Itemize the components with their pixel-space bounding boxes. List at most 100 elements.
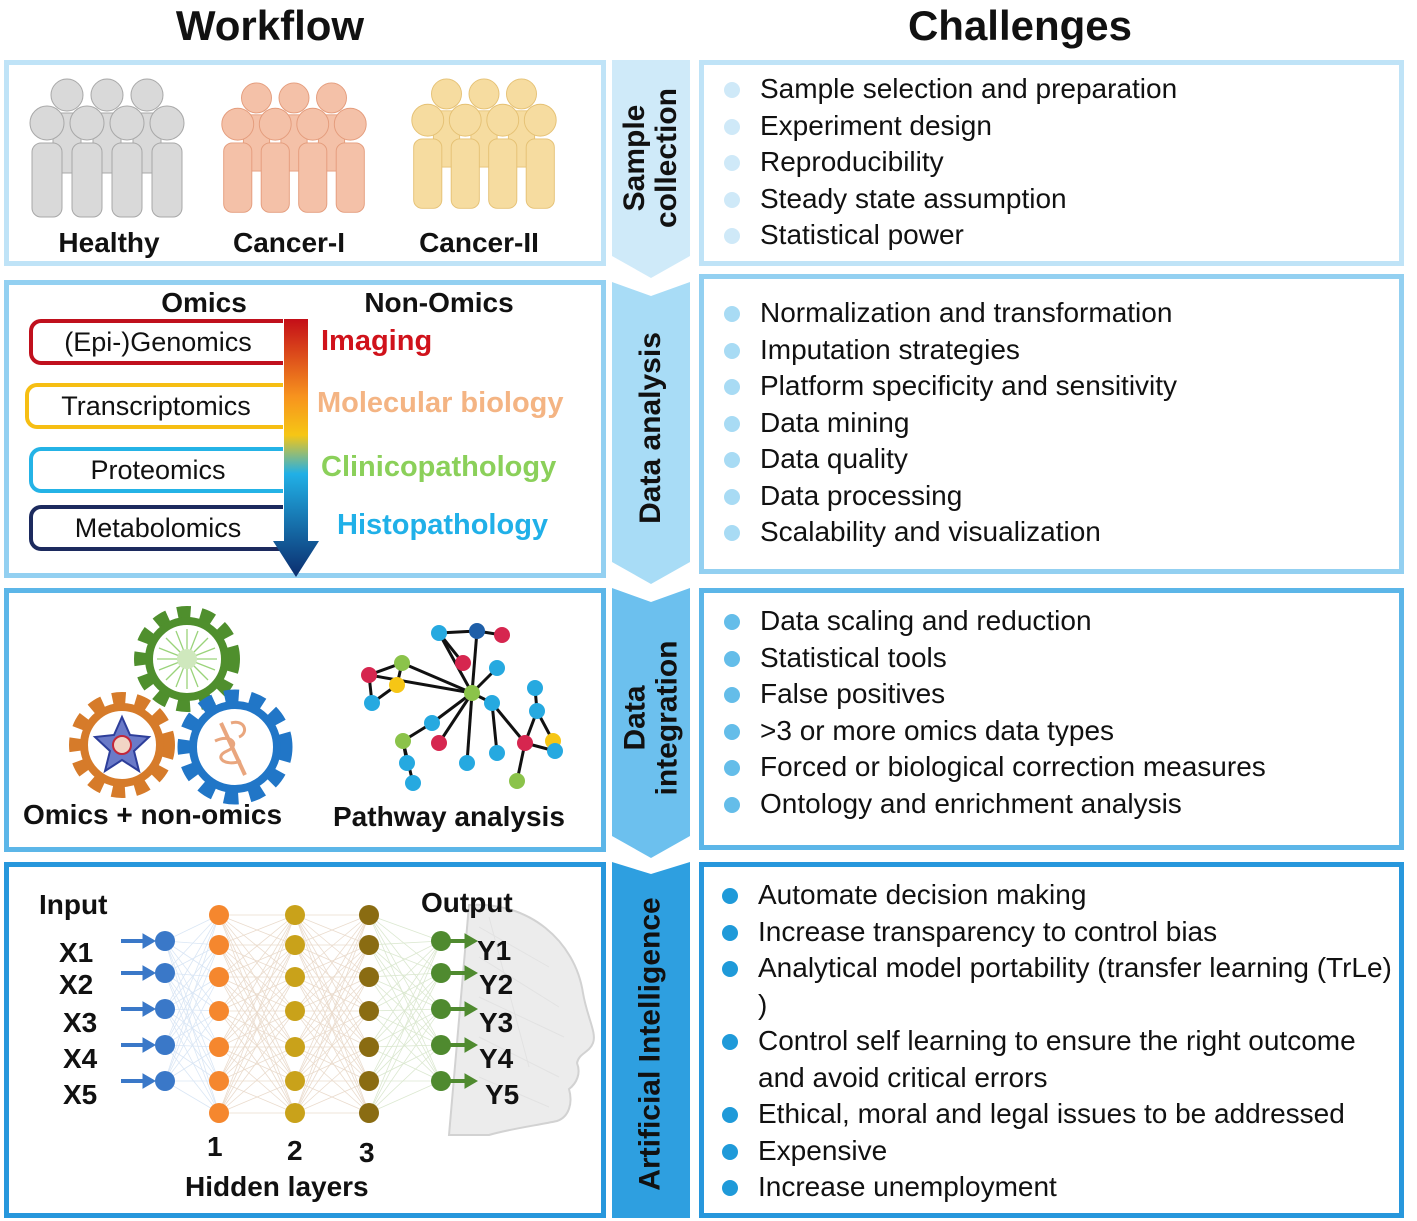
- nn-connection: [368, 1046, 442, 1082]
- challenge-item: Increase transparency to control bias: [720, 914, 1397, 951]
- pathway-analysis-label: Pathway analysis: [333, 801, 565, 832]
- nn-node: [209, 905, 229, 925]
- nn-connection: [164, 1010, 220, 1046]
- nn-node: [155, 1035, 175, 1055]
- nn-connection: [368, 940, 442, 978]
- healthy-people-icon: [29, 78, 185, 218]
- nn-connection: [218, 976, 296, 1048]
- nn-node: [285, 1103, 305, 1123]
- nn-connection: [368, 940, 442, 1114]
- omics-item-epigenomics: (Epi-)Genomics: [29, 319, 283, 365]
- nn-connection: [164, 914, 220, 1046]
- stage-arrow-shape: [612, 60, 690, 278]
- nn-connection: [368, 944, 442, 1010]
- nn-node: [431, 1035, 451, 1055]
- nn-connection: [218, 944, 296, 1114]
- nn-node: [155, 999, 175, 1019]
- stage-arrow-shape: [612, 862, 690, 1218]
- nn-connection: [368, 914, 442, 1082]
- omics-title: Omics: [161, 287, 247, 318]
- nn-connection: [218, 976, 296, 1114]
- nn-connection: [368, 940, 442, 1012]
- nn-connection: [294, 944, 370, 1114]
- nn-connection: [368, 914, 442, 1010]
- nn-node: [431, 1071, 451, 1091]
- gradient-arrow-icon: [273, 319, 319, 577]
- nn-connection: [164, 940, 220, 1012]
- challenge-item: Imputation strategies: [722, 332, 1395, 369]
- nn-connection: [294, 944, 370, 978]
- nn-node: [209, 935, 229, 955]
- nn-node: [359, 905, 379, 925]
- group-label-cancer-i: Cancer-I: [232, 227, 346, 258]
- nn-connection: [164, 1046, 220, 1082]
- nn-connection: [368, 972, 442, 978]
- pathway-network-icon: [361, 623, 563, 791]
- nn-connection: [294, 976, 370, 1012]
- nn-connection: [368, 914, 442, 942]
- nn-node: [359, 1103, 379, 1123]
- nn-connection: [368, 940, 442, 946]
- nn-connection: [164, 976, 220, 1046]
- nn-node: [209, 1001, 229, 1021]
- nn-connection: [368, 914, 442, 974]
- challenge-item: >3 or more omics data types: [722, 713, 1395, 750]
- challenge-item: Reproducibility: [722, 144, 1395, 181]
- nn-connection: [368, 940, 442, 1082]
- input-x3: X3: [63, 1007, 98, 1038]
- challenge-item: Scalability and visualization: [722, 514, 1395, 551]
- nn-connection: [368, 1080, 442, 1114]
- input-arrow-head: [142, 1073, 156, 1089]
- workflow-ai-panel: Input Output X1 X2 X3 X4 X5 Y1 Y2 Y3 Y4 …: [4, 862, 606, 1218]
- nn-connection: [294, 914, 370, 1082]
- hidden-layer-3-label: 3: [359, 1137, 375, 1168]
- input-arrow-head: [142, 965, 156, 981]
- nn-connection: [294, 914, 370, 1012]
- nn-connection: [164, 1008, 220, 1114]
- nn-connection: [164, 976, 220, 1010]
- nn-connection: [164, 1080, 220, 1114]
- nn-connection: [164, 1044, 220, 1082]
- nn-connection: [294, 914, 370, 978]
- output-arrow-head: [464, 1001, 478, 1017]
- challenge-item: Steady state assumption: [722, 181, 1395, 218]
- cancer-ii-people-icon: [411, 78, 557, 209]
- nn-connection: [164, 1010, 220, 1082]
- nn-connection: [294, 1010, 370, 1082]
- challenge-item: Ontology and enrichment analysis: [722, 786, 1395, 823]
- workflow-integration-panel: Omics + non-omics Pathway analysis: [4, 588, 606, 852]
- nn-node: [359, 967, 379, 987]
- group-label-cancer-ii: Cancer-II: [419, 227, 539, 258]
- neural-network-diagram: [121, 903, 595, 1136]
- nn-connection: [164, 944, 220, 1046]
- input-label: Input: [39, 889, 108, 920]
- nn-connection: [218, 914, 296, 978]
- output-y4: Y4: [479, 1043, 514, 1074]
- stage-arrow-shape: [612, 588, 690, 858]
- nn-connection: [368, 1008, 442, 1114]
- nn-connection: [294, 1046, 370, 1082]
- nn-connection: [218, 914, 296, 1114]
- nn-connection: [218, 1046, 296, 1082]
- nn-connection: [164, 972, 220, 1114]
- nn-node: [155, 931, 175, 951]
- nn-node: [285, 1071, 305, 1091]
- non-omics-title: Non-Omics: [364, 287, 514, 318]
- nn-connection: [368, 976, 442, 1010]
- input-arrow-head: [142, 1037, 156, 1053]
- nn-node: [209, 967, 229, 987]
- input-arrow-head: [142, 933, 156, 949]
- challenge-item: Data scaling and reduction: [722, 603, 1395, 640]
- nn-connection: [294, 944, 370, 1012]
- stage-artificial-intelligence: Artificial Intelligence: [612, 862, 690, 1218]
- nn-node: [285, 935, 305, 955]
- nn-node: [285, 905, 305, 925]
- workflow-sample-panel: Healthy Cancer-I Cancer-II: [4, 60, 606, 266]
- input-x2: X2: [59, 969, 94, 1000]
- challenge-item: Data mining: [722, 405, 1395, 442]
